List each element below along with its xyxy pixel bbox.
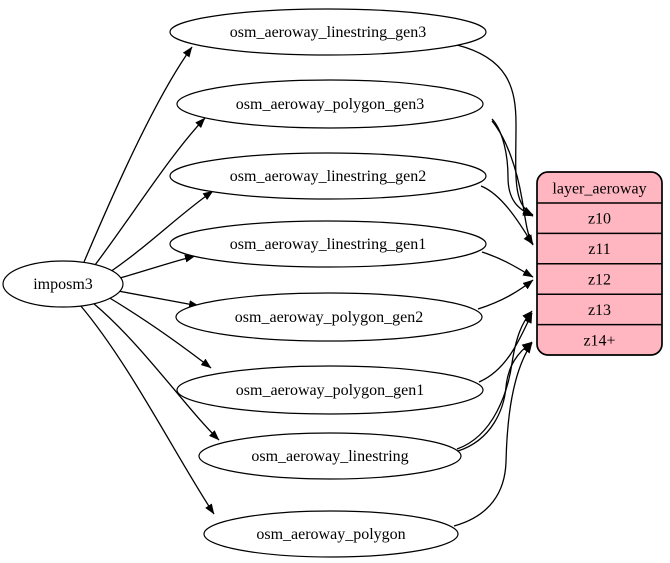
node-osm_aeroway_linestring: osm_aeroway_linestring <box>198 432 462 480</box>
edge-imposm3-to-osm_aeroway_polygon_gen2 <box>117 290 200 309</box>
edge-layer <box>79 44 534 527</box>
edge-imposm3-to-osm_aeroway_polygon_gen3 <box>94 117 206 266</box>
node-shape-osm_aeroway_polygon_gen3 <box>176 79 484 129</box>
node-imposm3: imposm3 <box>2 260 124 308</box>
edge-osm_aeroway_polygon_gen2-to-z12 <box>477 279 534 310</box>
record-row-z12: z12 <box>588 272 611 289</box>
record-node-layer_aeroway: layer_aeroway z10 z11 z12 z13 z14+ <box>536 171 663 356</box>
edge-imposm3-to-osm_aeroway_polygon_gen1 <box>107 296 212 369</box>
node-osm_aeroway_linestring_gen1: osm_aeroway_linestring_gen1 <box>169 220 487 268</box>
node-label-osm_aeroway_polygon_gen1: osm_aeroway_polygon_gen1 <box>236 382 424 399</box>
record-node-title: layer_aeroway <box>552 181 646 198</box>
node-shape-osm_aeroway_linestring_gen3 <box>169 8 487 56</box>
record-row-z10: z10 <box>588 211 611 228</box>
node-shape-osm_aeroway_linestring_gen1 <box>169 220 487 268</box>
node-label-osm_aeroway_linestring: osm_aeroway_linestring <box>251 448 408 465</box>
record-row-z14+: z14+ <box>583 332 615 349</box>
node-osm_aeroway_polygon_gen1: osm_aeroway_polygon_gen1 <box>176 365 484 415</box>
node-label-osm_aeroway_polygon_gen2: osm_aeroway_polygon_gen2 <box>235 309 423 326</box>
record-row-z11: z11 <box>588 241 611 258</box>
node-shape-imposm3 <box>2 260 124 308</box>
node-osm_aeroway_linestring_gen3: osm_aeroway_linestring_gen3 <box>169 8 487 56</box>
edge-osm_aeroway_linestring_gen1-to-z12 <box>481 251 534 278</box>
node-shape-osm_aeroway_linestring_gen2 <box>169 152 487 200</box>
node-shape-osm_aeroway_polygon_gen2 <box>175 292 483 342</box>
node-osm_aeroway_polygon_gen2: osm_aeroway_polygon_gen2 <box>175 292 483 342</box>
edge-osm_aeroway_polygon-to-z14+ <box>453 342 533 527</box>
node-label-osm_aeroway_polygon_gen3: osm_aeroway_polygon_gen3 <box>236 96 424 113</box>
edge-imposm3-to-osm_aeroway_linestring_gen3 <box>83 46 193 263</box>
edge-osm_aeroway_polygon_gen1-to-z13 <box>478 312 533 383</box>
node-label-osm_aeroway_linestring_gen1: osm_aeroway_linestring_gen1 <box>230 236 426 253</box>
node-shape-osm_aeroway_polygon_gen1 <box>176 365 484 415</box>
edge-osm_aeroway_linestring_gen2-to-z11 <box>480 185 534 246</box>
node-label-imposm3: imposm3 <box>33 276 93 293</box>
node-osm_aeroway_linestring_gen2: osm_aeroway_linestring_gen2 <box>169 152 487 200</box>
edge-osm_aeroway_linestring-to-z14+ <box>457 341 533 452</box>
edge-osm_aeroway_polygon_gen3-to-z11 <box>491 120 534 245</box>
record-row-z13: z13 <box>588 302 611 319</box>
node-label-osm_aeroway_polygon: osm_aeroway_polygon <box>256 526 405 543</box>
node-label-osm_aeroway_linestring_gen3: osm_aeroway_linestring_gen3 <box>230 24 426 41</box>
edge-imposm3-to-osm_aeroway_linestring <box>92 302 220 441</box>
node-osm_aeroway_polygon: osm_aeroway_polygon <box>203 510 459 558</box>
node-label-osm_aeroway_linestring_gen2: osm_aeroway_linestring_gen2 <box>230 168 426 185</box>
edge-osm_aeroway_linestring_gen3-to-z10 <box>456 44 534 216</box>
edge-imposm3-to-osm_aeroway_linestring_gen2 <box>109 190 214 273</box>
edge-imposm3-to-osm_aeroway_linestring_gen1 <box>119 254 196 279</box>
edge-osm_aeroway_polygon_gen3-to-z10 <box>491 118 534 217</box>
node-shape-osm_aeroway_linestring <box>198 432 462 480</box>
node-shape-osm_aeroway_polygon <box>203 510 459 558</box>
node-osm_aeroway_polygon_gen3: osm_aeroway_polygon_gen3 <box>176 79 484 129</box>
edge-imposm3-to-osm_aeroway_polygon <box>79 304 215 515</box>
